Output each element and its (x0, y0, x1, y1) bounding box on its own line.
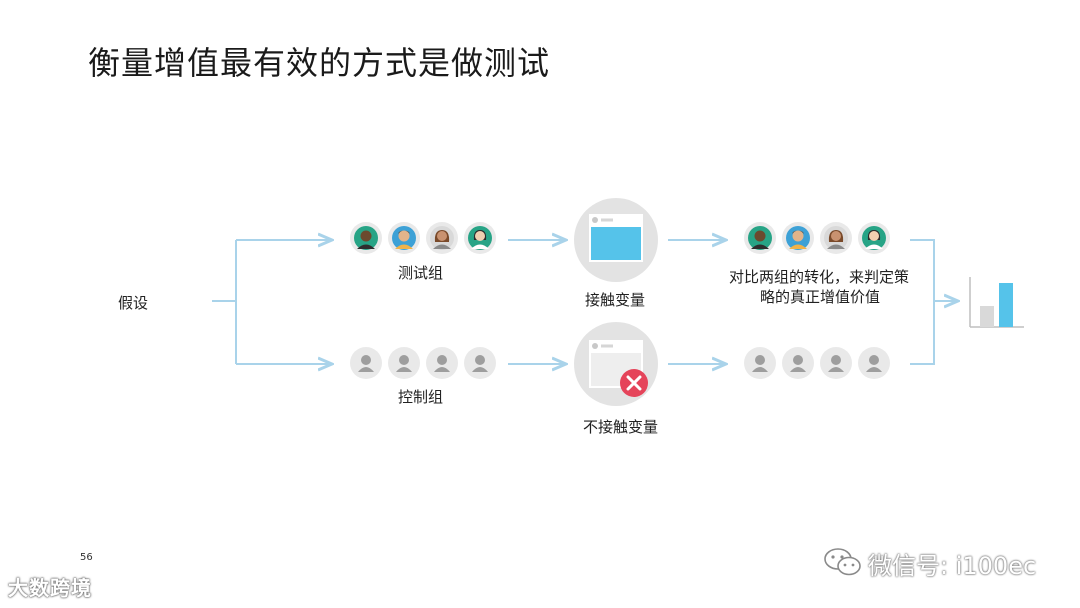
test-group-avatars (350, 222, 496, 254)
person-avatar-icon (744, 222, 776, 254)
watermark-right: 微信号: i100ec (868, 552, 1037, 580)
hypothesis-label: 假设 (118, 294, 149, 312)
person-placeholder-icon (464, 347, 496, 379)
wechat-icon (824, 548, 861, 576)
compare-label-line1: 对比两组的转化，来判定策 (729, 268, 910, 286)
outcome-control-avatars (744, 347, 890, 379)
person-placeholder-icon (744, 347, 776, 379)
page-number: 56 (80, 552, 93, 563)
bar-control (980, 306, 994, 327)
result-chart-icon (969, 277, 1024, 328)
compare-label-line2: 略的真正增值价值 (760, 288, 881, 306)
unexposed-label: 不接触变量 (583, 418, 659, 436)
person-avatar-icon (464, 222, 496, 254)
exposed-label: 接触变量 (585, 291, 646, 309)
person-placeholder-icon (820, 347, 852, 379)
exposed-screen-icon (574, 198, 658, 282)
person-placeholder-icon (782, 347, 814, 379)
page-title: 衡量增值最有效的方式是做测试 (88, 44, 551, 82)
person-avatar-icon (782, 222, 814, 254)
person-placeholder-icon (350, 347, 382, 379)
control-group-label: 控制组 (398, 388, 444, 406)
person-placeholder-icon (858, 347, 890, 379)
person-avatar-icon (820, 222, 852, 254)
outcome-test-avatars (744, 222, 890, 254)
test-group-label: 测试组 (398, 264, 444, 282)
split-connector (212, 240, 237, 364)
error-x-icon (620, 369, 648, 397)
person-avatar-icon (388, 222, 420, 254)
person-placeholder-icon (388, 347, 420, 379)
person-avatar-icon (426, 222, 458, 254)
person-placeholder-icon (426, 347, 458, 379)
person-avatar-icon (858, 222, 890, 254)
bar-test (999, 283, 1013, 327)
watermark-left: 大数跨境 (8, 576, 92, 600)
control-group-avatars (350, 347, 496, 379)
person-avatar-icon (350, 222, 382, 254)
unexposed-screen-icon (574, 322, 658, 406)
